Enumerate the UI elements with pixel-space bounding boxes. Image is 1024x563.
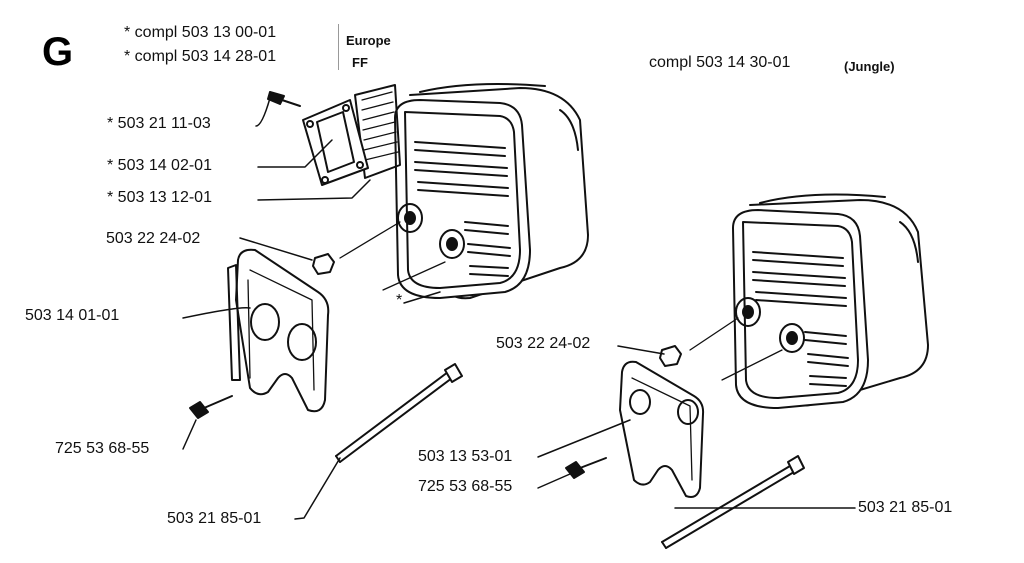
left-bolt [189,395,233,419]
part-label-cover: * 503 14 02-01 [107,157,212,174]
market-europe: Europe [346,33,391,48]
part-label-nut-left: 503 22 24-02 [106,230,201,247]
right-muffler-body [659,193,929,409]
part-label-screen: * 503 13 12-01 [107,189,212,206]
leader-lines [182,97,856,520]
part-label-bolt-left: 725 53 68-55 [55,440,150,457]
left-gasket [227,248,330,413]
kit-label-2: * compl 503 14 28-01 [124,48,277,65]
right-bolt [565,457,607,479]
kit-bracket [338,24,340,70]
part-label-gasket-right: 503 13 53-01 [418,448,513,465]
kit-jungle-tag: (Jungle) [844,59,895,74]
right-gasket [619,360,705,498]
market-ff: FF [352,55,368,70]
part-label-gasket-left: 503 14 01-01 [25,307,120,324]
left-stud [335,363,463,463]
part-label-bolt-right: 725 53 68-55 [418,478,513,495]
kit-jungle-code: compl 503 14 30-01 [649,54,791,71]
section-letter: G [42,30,74,74]
part-label-stud-right: 503 21 85-01 [858,499,953,516]
part-label-muffler-star: * [396,292,403,309]
part-label-stud-left: 503 21 85-01 [167,510,262,527]
part-label-screw: * 503 21 11-03 [107,115,211,132]
right-stud [661,455,805,549]
left-muffler-body [267,83,589,300]
kit-label-1: * compl 503 13 00-01 [124,24,277,41]
part-label-nut-right: 503 22 24-02 [496,335,591,352]
